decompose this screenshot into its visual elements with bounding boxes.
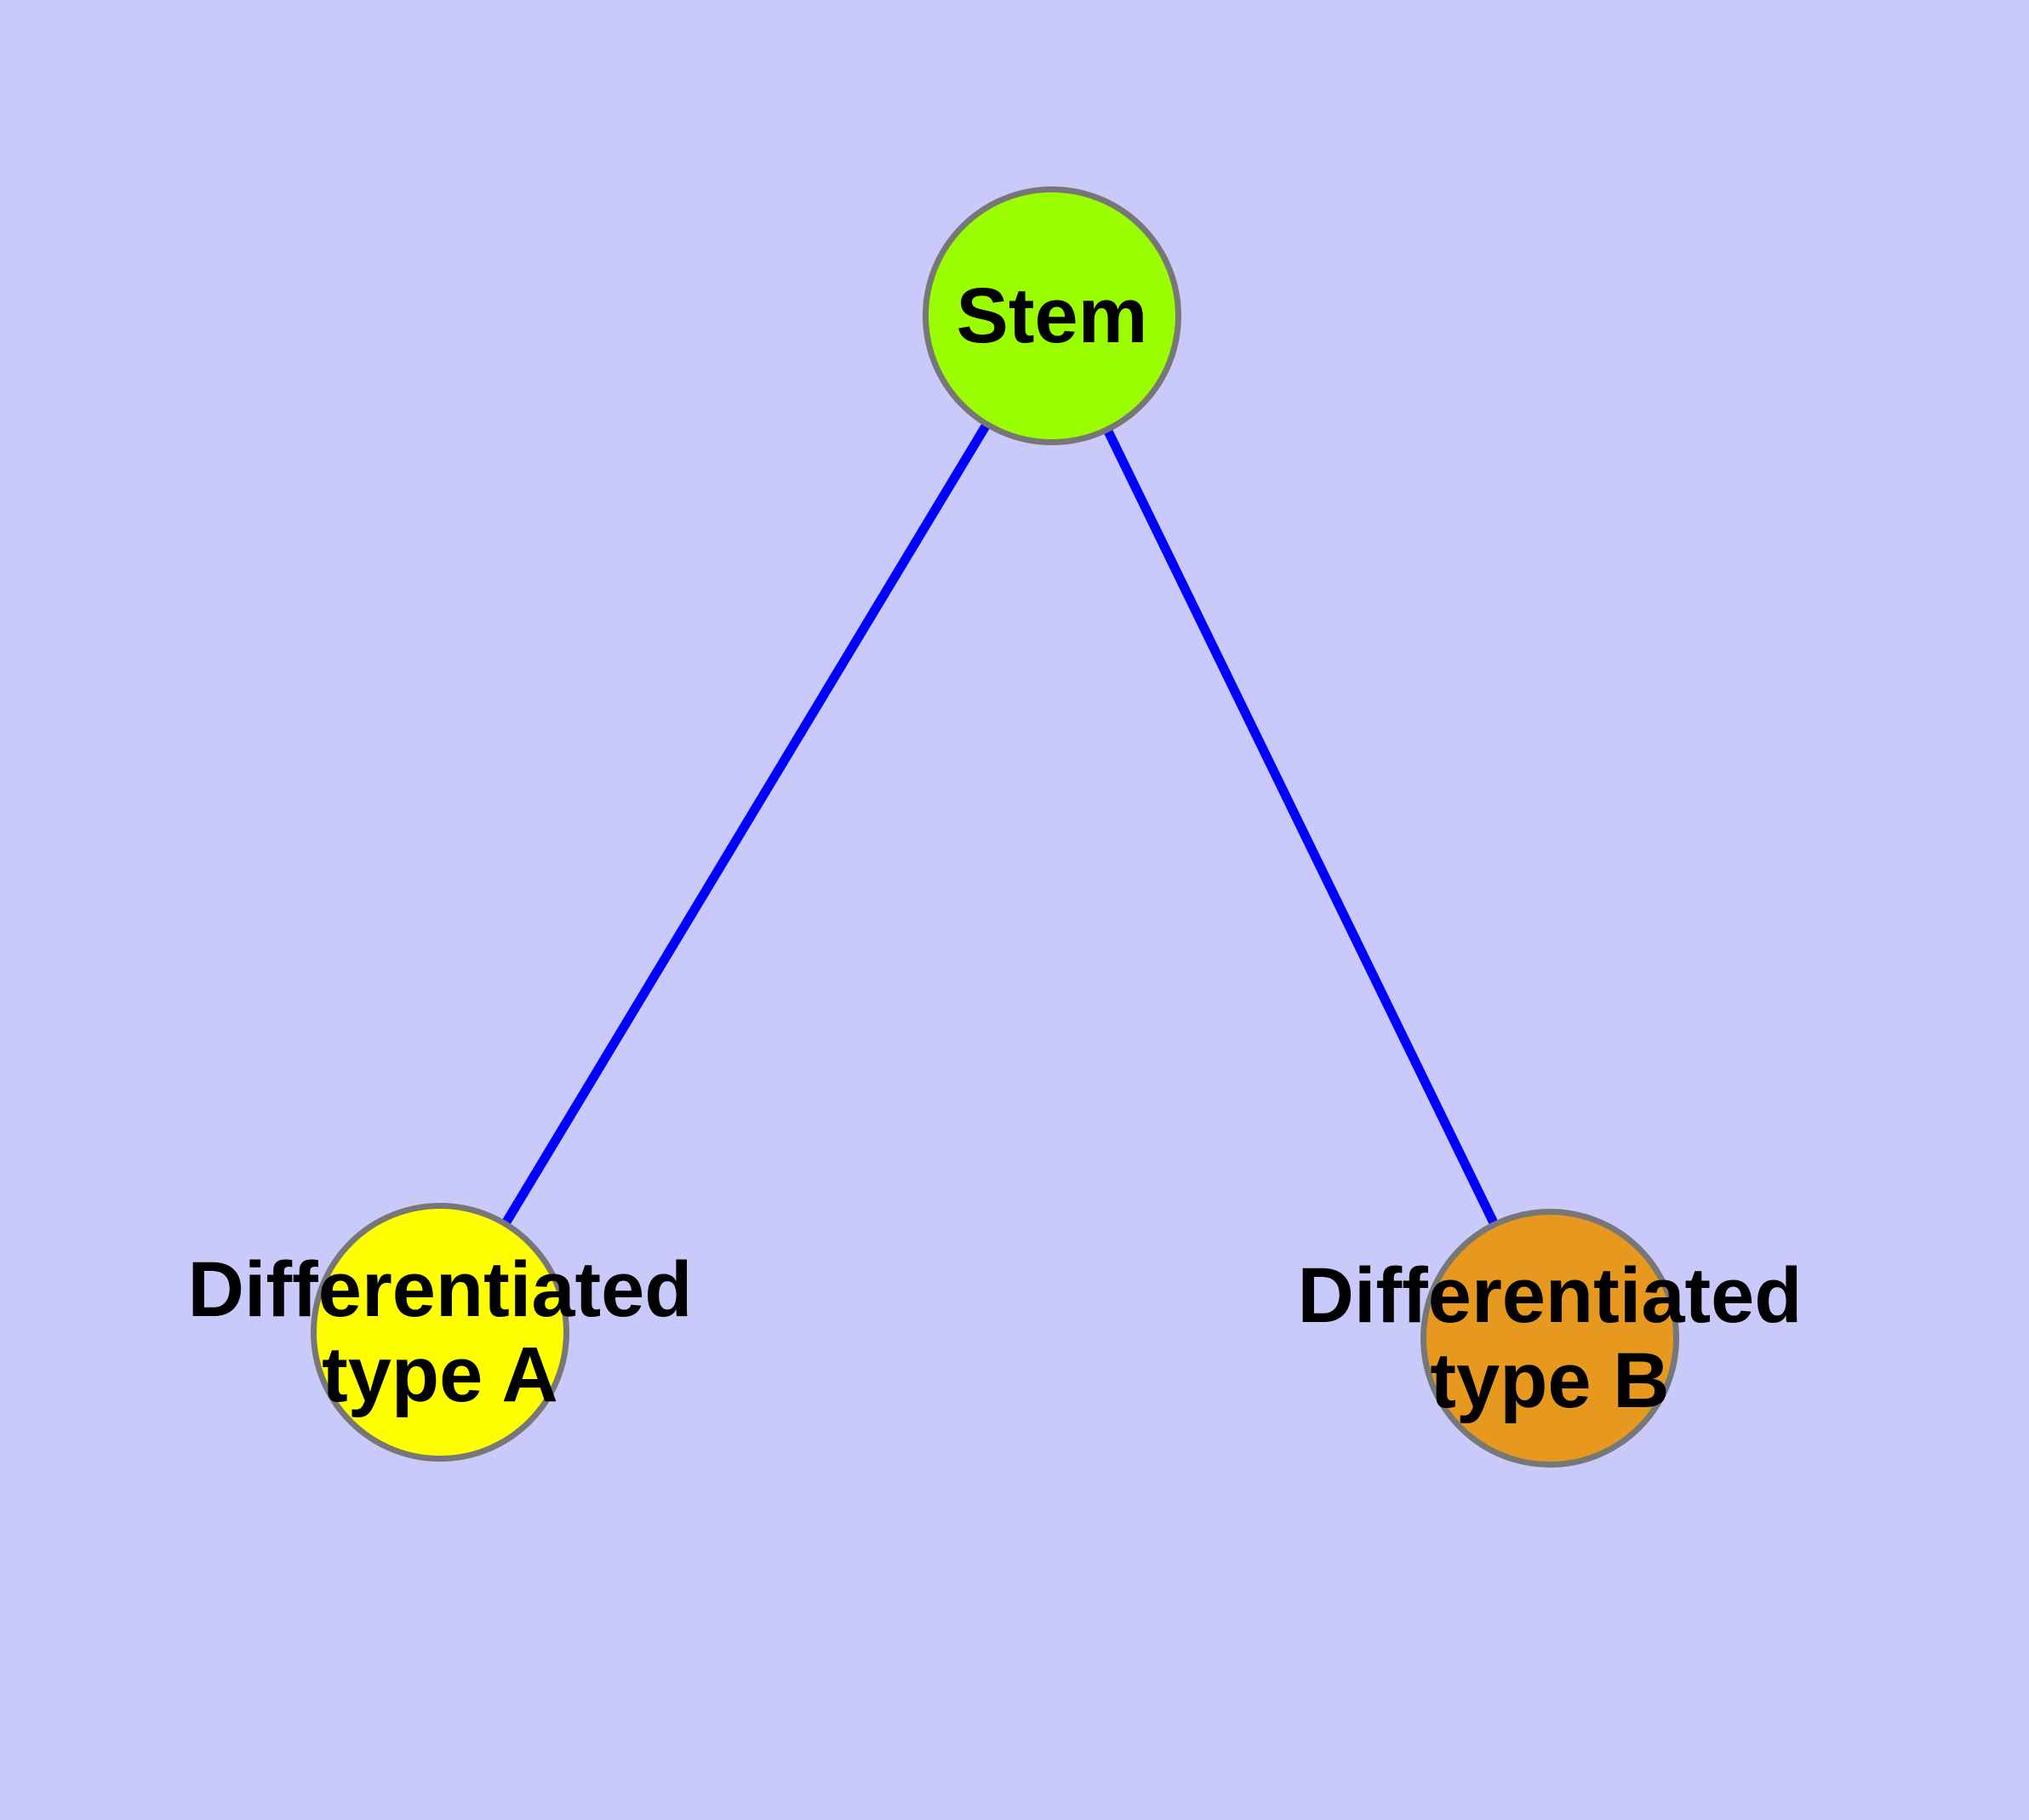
node-differentiated-type-a-label: Differentiated type A bbox=[187, 1245, 693, 1418]
node-differentiated-type-b-label: Differentiated type B bbox=[1297, 1251, 1803, 1424]
node-differentiated-type-b: Differentiated type B bbox=[1298, 1209, 1802, 1468]
node-differentiated-type-a: Differentiated type A bbox=[188, 1203, 692, 1462]
node-label-line-1: Differentiated bbox=[1297, 1251, 1803, 1339]
node-label-line-1: Differentiated bbox=[187, 1245, 693, 1333]
edge-line bbox=[436, 313, 1056, 1335]
node-label-line-2: type A bbox=[322, 1331, 558, 1418]
node-stem: Stem bbox=[923, 186, 1181, 445]
edge-line bbox=[1048, 313, 1554, 1341]
node-label-line-1: Stem bbox=[956, 272, 1148, 359]
node-label-line-2: type B bbox=[1430, 1337, 1670, 1424]
node-stem-label: Stem bbox=[956, 272, 1148, 359]
